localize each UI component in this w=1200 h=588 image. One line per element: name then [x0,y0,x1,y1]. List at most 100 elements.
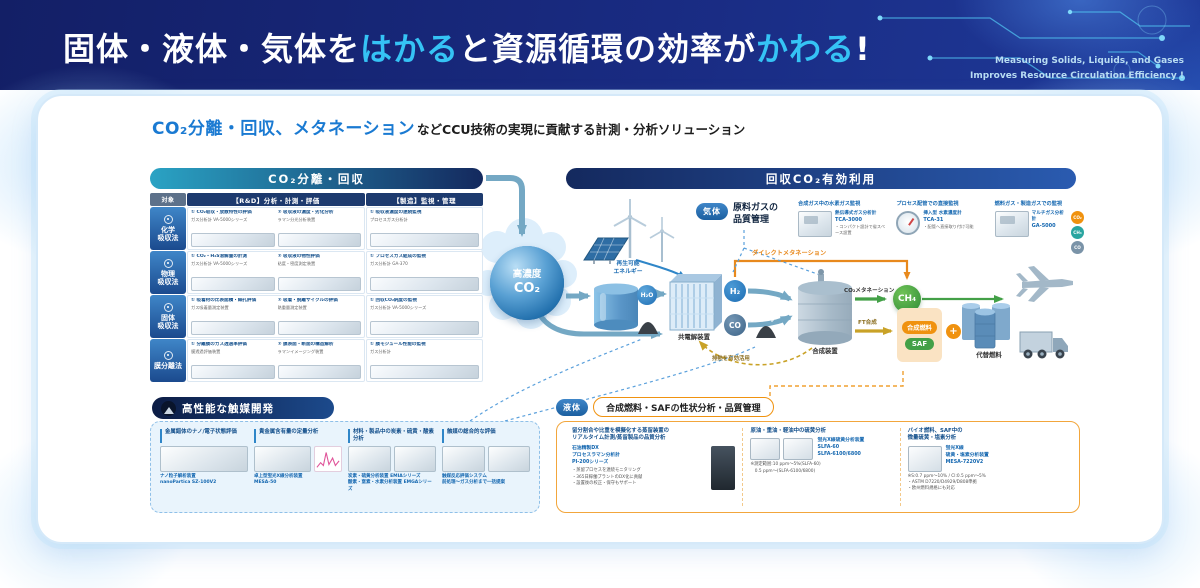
renewable-energy-label: 再生可能 エネルギー [613,261,643,275]
ch4-dot: CH₄ [1070,226,1084,239]
product-image [370,233,479,247]
row-label: 膜分離法 [150,339,186,382]
alternative-fuel-label: 代替燃料 [976,351,1002,359]
raman-analyzer-image [711,445,736,490]
electrolyzer-label: 共電解装置 [678,333,710,341]
banner-subtitle-line2: Improves Resource Circulation Efficiency… [970,71,1184,82]
liquid-column-3: バイオ燃料、SAF中の 微量硫黄・塩素分析 蛍光X線 硫黄・塩素分析装置 MES… [899,428,1071,506]
saf-label: SAF [904,337,935,350]
table-row-membrane: 膜分離法 ① 分離膜のガス透過率評価膜透過評価装置 ② 膜表面・断面の構造解析ラ… [150,339,483,382]
synthetic-fuel-box: 合成燃料 SAF [897,308,942,362]
product-card: ① 回収CO₂純度の監視ガス分析計 VA-5000シリーズ [370,298,479,335]
gas-quality-header: 気体 原料ガスの 品質管理 [696,203,778,226]
gas-product-3: 燃料ガス・製造ガスでの監視 マルチガス分析計 GA-5000 CO₂ CH₄ C… [994,201,1084,254]
row-label: 固体 吸収法 [150,295,186,338]
product-image [442,446,485,472]
mfg-cell: ① 吸収液濃度の連続監視プロセスガス分析計 [366,207,483,250]
page-title-highlight: CO₂分離・回収、メタネーション [152,119,416,139]
sulfur-analyzer-image [783,438,814,461]
gas-product-1: 合成ガス中の水素ガス監視 熱伝導式ガス分析計 TCA-3000 ・コンパクト設計… [798,201,887,254]
column-header-mfg: 【製造】監視・管理 [366,193,483,206]
capture-table-header: 対象 【R&D】分析・計測・評価 【製造】監視・管理 [150,193,483,206]
rd-cell: ① CO₂・H₂S溶解量の計測ガス分析計 VA-5000シリーズ ② 吸収液の物… [187,251,365,294]
banner-title-accent: はかる [360,30,460,68]
gas-products: 合成ガス中の水素ガス監視 熱伝導式ガス分析計 TCA-3000 ・コンパクト設計… [798,201,1084,254]
molecule-icon [163,350,173,360]
sulfur-analyzer-image [750,438,781,461]
liquid-column-2: 原油・重油・軽油中の硫黄分析 蛍光X線硫黄分析装置 SLFA-60 SLFA-6… [742,428,899,506]
rd-cell: ① CO₂吸収・放散特性の評価ガス分析計 VA-5000シリーズ ② 吸収液の濃… [187,207,365,250]
ft-synthesis-label: FT合成 [858,320,877,326]
co-node: CO [724,314,746,336]
catalyst-column-1: 金属錯体のナノ/電子状態評価 ナノ粒子解析装置 nanoPartica SZ-1… [160,429,248,505]
section-header-capture: CO₂分離・回収 [150,168,483,189]
product-card: ② 吸着・脱離サイクルの評価熱重量測定装置 [277,298,361,335]
co2-methanation-label: CO₂メタネーション [844,288,895,294]
molecule-icon [163,302,173,312]
product-card: ② 吸収液の濃度・劣化分析ラマン分光分析装置 [277,210,361,247]
co2-sphere: 高濃度 CO₂ [490,246,564,320]
h2o-node: H₂O [637,285,657,305]
reactor-label: 合成装置 [812,347,838,355]
liquid-column-1: 留分割合や比重を模擬化する蒸留装置の リアルタイム計測/蒸留製品の品質分析 石油… [565,428,742,506]
page-title-rest: などCCU技術の実現に貢献する計測・分析ソリューション [417,122,746,137]
product-image [191,277,275,291]
banner: 固体・液体・気体をはかると資源循環の効率がかわる! Measuring Soli… [0,0,1200,90]
capture-table: 対象 【R&D】分析・計測・評価 【製造】監視・管理 化学 吸収法 ① CO₂吸… [150,193,483,382]
product-card: ② 膜表面・断面の構造解析ラマンイメージング装置 [277,342,361,379]
product-card: ① 吸収液濃度の連続監視プロセスガス分析計 [370,210,479,247]
gas-quality-title: 原料ガスの 品質管理 [733,203,779,225]
banner-subtitle-en: Measuring Solids, Liquids, and Gases Imp… [970,54,1184,85]
molecule-icon [163,214,173,224]
gas-dots: CO₂ CH₄ CO [1070,211,1084,254]
product-image [277,365,361,379]
mfg-cell: ① 膜モジュール性能の監視ガス分析計 [366,339,483,382]
rd-cell: ① 分離膜のガス透過率評価膜透過評価装置 ② 膜表面・断面の構造解析ラマンイメー… [187,339,365,382]
gas-analyzer-image [994,211,1029,237]
column-header-rd: 【R&D】分析・計測・評価 [187,193,365,206]
product-card: ① 吸着材の比表面積・細孔評価ガス吸着量測定装置 [191,298,275,335]
page-title: CO₂分離・回収、メタネーション などCCU技術の実現に貢献する計測・分析ソリュ… [152,114,745,139]
banner-title-part: 固体・液体・気体を [63,30,361,68]
section-header-utilization: 回収CO₂有効利用 [566,168,1076,189]
product-card: ① 膜モジュール性能の監視ガス分析計 [370,342,479,379]
synthetic-fuel-label: 合成燃料 [902,320,937,334]
mfg-cell: ① 回収CO₂純度の監視ガス分析計 VA-5000シリーズ [366,295,483,338]
plus-icon: + [946,324,961,339]
product-image [191,233,275,247]
product-card: ① 分離膜のガス透過率評価膜透過評価装置 [191,342,275,379]
rd-cell: ① 吸着材の比表面積・細孔評価ガス吸着量測定装置 ② 吸着・脱離サイクルの評価熱… [187,295,365,338]
product-image [370,277,479,291]
liquid-section-header: 液体 合成燃料・SAFの性状分析・品質管理 [556,397,774,417]
xray-analyzer-image [907,445,942,472]
gauge-icon [896,211,921,235]
gas-analyzer-image [798,211,832,237]
catalyst-column-2: 貴金属含有量の定量分析 卓上型蛍光X線分析装置 MESA-50 [254,429,342,505]
table-row-physical: 物理 吸収法 ① CO₂・H₂S溶解量の計測ガス分析計 VA-5000シリーズ … [150,251,483,294]
product-image [191,365,275,379]
waste-heat-label: 排熱を有効活用 [712,356,750,362]
h2-node: H₂ [724,280,746,302]
product-image [393,446,436,473]
spectrum-chart [314,446,342,472]
mfg-cell: ① プロセスガス組成の監視ガス分析計 GA-370 [366,251,483,294]
gas-product-2: プロセス配管での直接監視 挿入型 水素濃度計 TCA-31 ・配管へ直接取り付け… [896,201,985,254]
catalyst-column-4: 触媒の総合的な評価 触媒反応評価システム 前処理〜ガス分析まで一括提案 [442,429,530,505]
column-header-target: 対象 [150,193,186,206]
liquid-badge: 液体 [556,398,588,416]
catalyst-section: 金属錯体のナノ/電子状態評価 ナノ粒子解析装置 nanoPartica SZ-1… [150,421,540,513]
table-row-chemical: 化学 吸収法 ① CO₂吸収・放散特性の評価ガス分析計 VA-5000シリーズ … [150,207,483,250]
co-dot: CO [1070,241,1084,254]
product-image [370,321,479,335]
product-card: ① CO₂吸収・放散特性の評価ガス分析計 VA-5000シリーズ [191,210,275,247]
banner-title-accent: かわる [756,30,856,68]
table-row-solid: 固体 吸収法 ① 吸着材の比表面積・細孔評価ガス吸着量測定装置 ② 吸着・脱離サ… [150,295,483,338]
product-card: ① プロセスガス組成の監視ガス分析計 GA-370 [370,254,479,291]
product-card: ① CO₂・H₂S溶解量の計測ガス分析計 VA-5000シリーズ [191,254,275,291]
banner-title: 固体・液体・気体をはかると資源循環の効率がかわる! [63,24,871,70]
row-label: 化学 吸収法 [150,207,186,250]
gas-badge: 気体 [696,203,728,220]
product-image [160,446,248,472]
catalyst-section-header: 高性能な触媒開発 [152,397,334,419]
